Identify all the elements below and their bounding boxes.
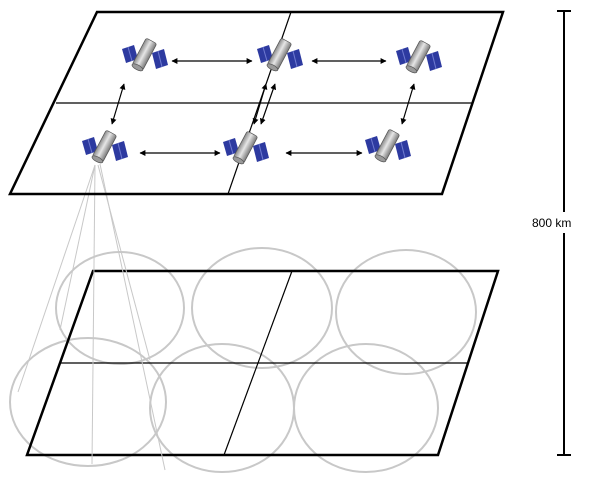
satellite-icon [395,39,443,75]
ground-plane-divider [223,270,293,456]
ground-plane-outline [25,269,500,457]
satellite-icon [81,129,129,165]
satellite-icon [256,37,304,73]
orbital-grid [8,10,505,196]
coverage-circle [293,343,439,473]
link-r1c2-r2c2-a [252,83,268,125]
coverage-circle [9,337,167,467]
link-r1c2-r2c2-b [259,83,277,125]
altitude-label: 800 km [532,216,571,230]
coverage-footprints [9,247,477,473]
coverage-circle [335,249,477,375]
link-r1c1-r2c1 [110,83,126,125]
altitude-scale [557,10,571,456]
inter-satellite-links [110,58,416,156]
projection-lines [17,163,166,471]
satellite-icon [121,37,169,73]
satellites [81,37,443,166]
coverage-circle [55,251,185,365]
satellite-icon [364,128,412,164]
coverage-circle [191,247,333,369]
orbital-plane-outline [8,10,505,196]
ground-grid [25,269,500,457]
satellite-icon [222,130,270,166]
link-r1c3-r2c3 [400,83,416,125]
